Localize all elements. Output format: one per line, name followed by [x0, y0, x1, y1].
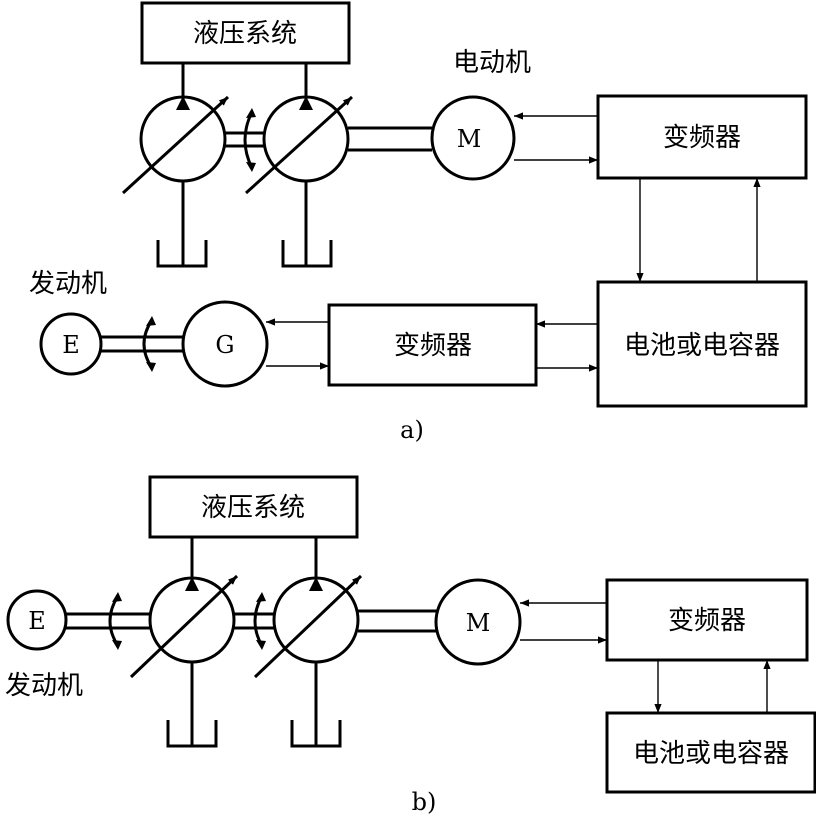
- coupling-shaft-b: [234, 592, 274, 650]
- hydraulic-system-box-a: [140, 1, 351, 65]
- battery-box-b: [605, 711, 816, 794]
- inverter-mid-box-a: [327, 303, 538, 387]
- tank-1-b: [166, 662, 218, 748]
- engine-symbol-a: E: [62, 331, 80, 359]
- motor-symbol-b: M: [466, 609, 491, 637]
- inverter-top-label-a: 变频器: [663, 123, 741, 153]
- generator-shaft-a: [101, 316, 184, 372]
- motor-b: [434, 578, 522, 666]
- caption-a: a): [400, 416, 424, 444]
- motor-shaft-a: [348, 126, 432, 152]
- tank-1-a: [156, 181, 208, 268]
- battery-label-b: 电池或电容器: [633, 739, 789, 769]
- diagram-b: 液压系统 E 发动机: [5, 475, 816, 816]
- tank-2-b: [290, 662, 342, 748]
- diagram-a: 液压系统: [29, 1, 808, 444]
- hydraulic-system-box-b: [148, 475, 359, 539]
- generator-symbol-a: G: [215, 331, 234, 359]
- engine-caption-a: 发动机: [29, 269, 107, 299]
- hydraulic-system-label-b: 液压系统: [201, 493, 305, 523]
- battery-box-a: [596, 280, 808, 408]
- battery-label-a: 电池或电容器: [624, 331, 780, 361]
- motor-caption-a: 电动机: [453, 48, 531, 78]
- pump-1-a: [121, 95, 230, 195]
- inverter-box-b: [605, 578, 809, 662]
- motor-symbol-a: M: [457, 125, 482, 153]
- hydraulic-system-label-a: 液压系统: [193, 19, 297, 49]
- engine-symbol-b: E: [28, 607, 46, 635]
- inverter-label-b: 变频器: [668, 606, 746, 636]
- engine-b: [6, 589, 68, 651]
- engine-shaft-b: [66, 592, 150, 650]
- engine-caption-b: 发动机: [5, 671, 83, 701]
- motor-shaft-b: [358, 609, 437, 633]
- tank-2-a: [281, 181, 333, 268]
- inverter-top-box-a: [596, 94, 808, 180]
- inverter-mid-label-a: 变频器: [394, 331, 472, 361]
- coupling-shaft-a: [225, 108, 264, 172]
- engine-a: [39, 312, 103, 376]
- generator-a: [181, 300, 269, 388]
- motor-a: [430, 95, 516, 181]
- caption-b: b): [412, 788, 437, 816]
